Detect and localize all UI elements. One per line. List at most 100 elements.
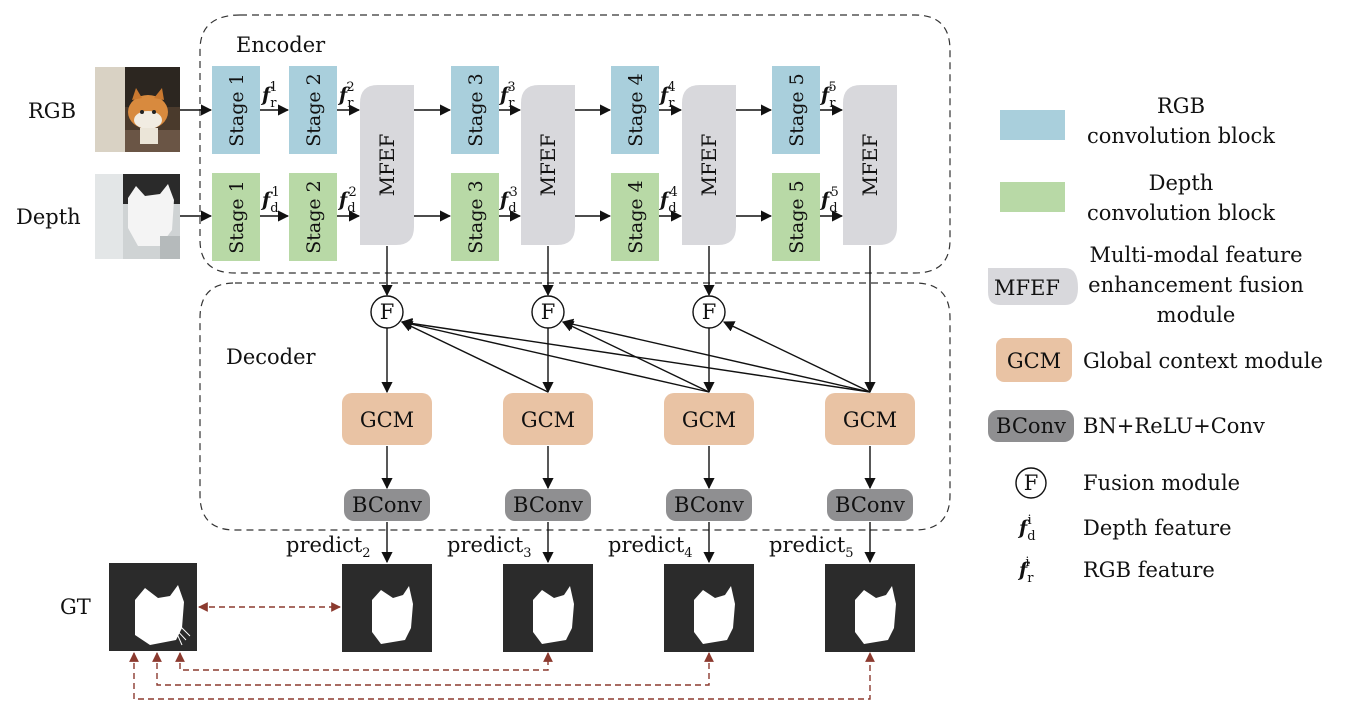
depth-feature-4: fd4: [658, 185, 678, 216]
svg-text:F: F: [541, 300, 556, 324]
legend-fusion-tag: F: [1024, 471, 1039, 495]
legend-bconv-text: BN+ReLU+Conv: [1083, 414, 1265, 438]
depth-stage-4: Stage 4: [611, 173, 659, 261]
legend-gcm-swatch: [996, 338, 1072, 382]
mfef-block-3: MFEF: [682, 85, 736, 245]
decoder-label: Decoder: [226, 345, 317, 369]
legend-gcm-tag: GCM: [1007, 349, 1061, 373]
depth-input-image: [95, 174, 180, 259]
legend-bconv-tag: BConv: [996, 414, 1066, 438]
gt-link-3: [175, 652, 553, 671]
depth-stage-3-label: Stage 3: [465, 180, 487, 254]
rgb-feature-2: fr2: [337, 80, 355, 111]
depth-stage-2: Stage 2: [289, 173, 337, 261]
depth-feature-1: fd1: [260, 185, 280, 216]
bconv-block-2: BConv: [505, 489, 591, 521]
rgb-feature-4: fr4: [658, 80, 676, 111]
bconv-block-3: BConv: [666, 489, 752, 521]
depth-feature-2: fd2: [337, 185, 357, 216]
legend-bconv-swatch: [988, 410, 1074, 442]
bconv-block-4: BConv: [827, 489, 913, 521]
rgb-stage-1-label: Stage 1: [226, 73, 248, 147]
legend-rgb-swatch: [1000, 110, 1065, 140]
gt-link-5: [129, 652, 875, 700]
legend-depth-feature-text: Depth feature: [1083, 516, 1232, 540]
mfef-label: MFEF: [858, 133, 882, 196]
legend-fusion-symbol: [1015, 467, 1047, 499]
svg-text:GCM: GCM: [843, 408, 897, 432]
svg-text:GCM: GCM: [521, 408, 575, 432]
rgb-stage-4-label: Stage 4: [625, 73, 647, 147]
rgb-input-label: RGB: [28, 99, 76, 123]
depth-stage-5: Stage 5: [772, 173, 820, 261]
rgb-feature-3: fr3: [498, 80, 516, 111]
legend-depth-swatch: [1000, 182, 1065, 212]
fusion-module-1: F: [370, 295, 404, 329]
svg-text:F: F: [380, 300, 395, 324]
gcm-block-1: GCM: [342, 393, 432, 445]
legend-mfef-swatch: [988, 268, 1078, 305]
mfef-block-4: MFEF: [843, 85, 897, 245]
depth-input-label: Depth: [16, 205, 81, 229]
depth-stage-5-label: Stage 5: [786, 180, 808, 254]
prediction-map-4: [664, 564, 754, 652]
mfef-label: MFEF: [536, 133, 560, 196]
rgb-stage-2-label: Stage 2: [303, 73, 325, 147]
depth-stage-1: Stage 1: [212, 173, 260, 261]
rgb-stage-5-label: Stage 5: [786, 73, 808, 147]
mfef-label: MFEF: [375, 133, 399, 196]
rgb-feature-5: fr5: [819, 80, 837, 111]
mfef-label: MFEF: [697, 133, 721, 196]
legend-fusion-text: Fusion module: [1083, 471, 1240, 495]
depth-stage-2-label: Stage 2: [303, 180, 325, 254]
rgb-input-image: [95, 67, 180, 152]
svg-text:BConv: BConv: [674, 493, 744, 517]
gt-label: GT: [60, 595, 91, 619]
predict-label-4: predict4: [608, 533, 693, 561]
rgb-stage-2: Stage 2: [289, 66, 337, 154]
depth-feature-3: fd3: [498, 185, 518, 216]
legend-depth-feature-symbol: fdi: [1017, 513, 1036, 544]
gt-image: [109, 563, 197, 651]
prediction-map-2: [342, 564, 432, 652]
legend-mfef-tag: MFEF: [994, 276, 1060, 300]
prediction-map-5: [825, 564, 915, 652]
rgb-stage-4: Stage 4: [611, 66, 659, 154]
gcm-block-3: GCM: [664, 393, 754, 445]
gcm-block-2: GCM: [503, 393, 593, 445]
mfef-block-2: MFEF: [521, 85, 575, 245]
svg-text:F: F: [702, 300, 717, 324]
depth-feature-5: fd5: [819, 185, 839, 216]
decoder-region: [199, 282, 951, 531]
predict-label-2: predict2: [286, 533, 371, 561]
legend-rgb-feature-text: RGB feature: [1083, 558, 1215, 582]
fusion-module-2: F: [531, 295, 565, 329]
mfef-block-1: MFEF: [360, 85, 414, 245]
predict-label-3: predict3: [447, 533, 532, 561]
rgb-stage-3-label: Stage 3: [465, 73, 487, 147]
svg-text:BConv: BConv: [835, 493, 905, 517]
svg-text:BConv: BConv: [352, 493, 422, 517]
encoder-label: Encoder: [236, 33, 326, 57]
rgb-stage-5: Stage 5: [772, 66, 820, 154]
rgb-stage-1: Stage 1: [212, 66, 260, 154]
svg-text:GCM: GCM: [360, 408, 414, 432]
legend-rgb-feature-symbol: fri: [1017, 555, 1034, 586]
depth-stage-4-label: Stage 4: [625, 180, 647, 254]
bconv-block-1: BConv: [344, 489, 430, 521]
svg-text:GCM: GCM: [682, 408, 736, 432]
depth-stage-1-label: Stage 1: [226, 180, 248, 254]
depth-stage-3: Stage 3: [451, 173, 499, 261]
svg-text:BConv: BConv: [513, 493, 583, 517]
rgb-stage-3: Stage 3: [451, 66, 499, 154]
fusion-module-3: F: [692, 295, 726, 329]
legend-gcm-text: Global context module: [1083, 349, 1323, 373]
encoder-region: [199, 14, 951, 274]
prediction-map-3: [503, 564, 593, 652]
rgb-feature-1: fr1: [260, 80, 278, 111]
